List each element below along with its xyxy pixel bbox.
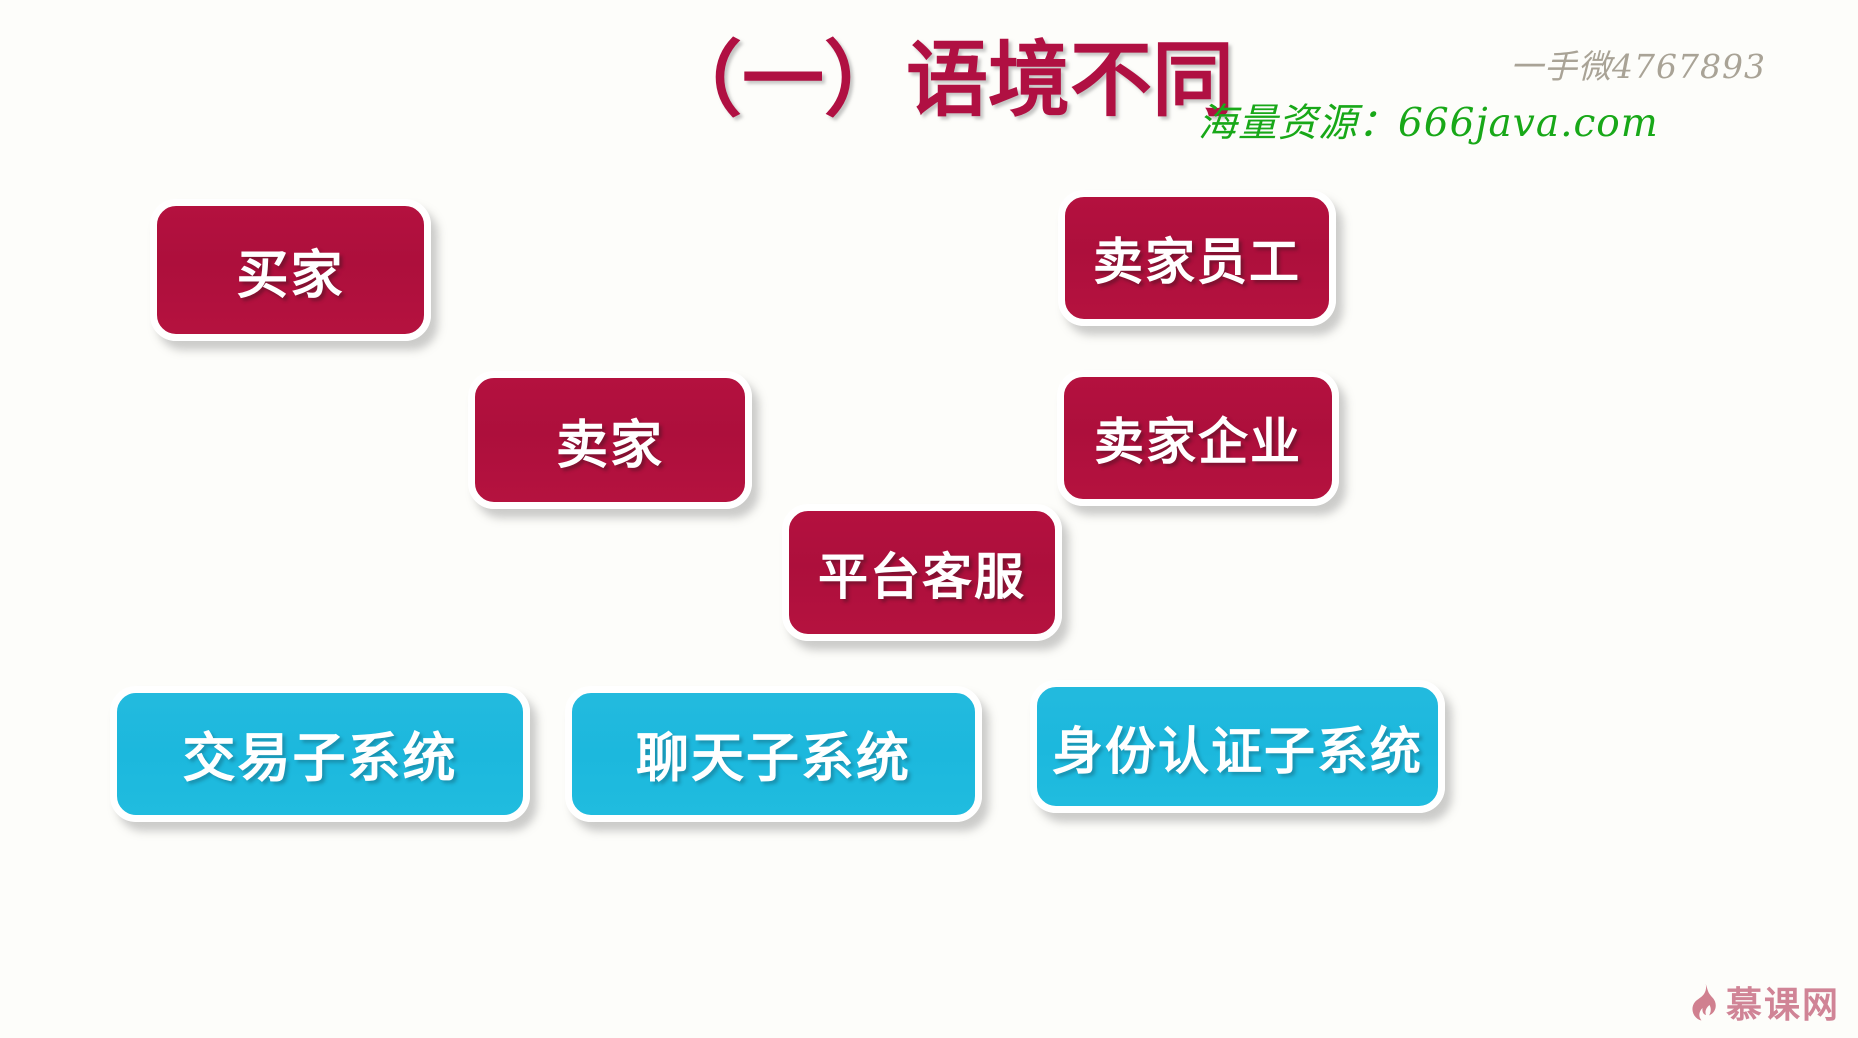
imooc-logo: 慕课网	[1688, 976, 1840, 1028]
node-buyer[interactable]: 买家	[150, 199, 431, 341]
node-seller-employee[interactable]: 卖家员工	[1058, 190, 1336, 326]
page-title: （一）语境不同	[660, 33, 1235, 128]
node-seller-enterprise[interactable]: 卖家企业	[1057, 370, 1339, 506]
watermark-wechat: 一手微4767893	[1510, 47, 1766, 86]
imooc-logo-text: 慕课网	[1725, 985, 1840, 1026]
node-seller[interactable]: 卖家	[468, 371, 752, 509]
node-trade-subsystem-label: 交易子系统	[182, 728, 458, 789]
node-buyer-label: 买家	[236, 245, 345, 306]
node-platform-customer-service-label: 平台客服	[818, 547, 1026, 606]
node-chat-subsystem[interactable]: 聊天子系统	[565, 686, 982, 822]
flame-icon	[1692, 983, 1716, 1021]
node-seller-employee-label: 卖家员工	[1093, 233, 1301, 291]
node-platform-customer-service[interactable]: 平台客服	[782, 504, 1062, 641]
node-trade-subsystem[interactable]: 交易子系统	[110, 686, 530, 822]
node-auth-subsystem[interactable]: 身份认证子系统	[1030, 680, 1445, 813]
node-auth-subsystem-label: 身份认证子系统	[1051, 722, 1423, 782]
watermark-resource-site: 海量资源：666java.com	[1198, 101, 1659, 146]
node-chat-subsystem-label: 聊天子系统	[636, 728, 911, 789]
node-seller-enterprise-label: 卖家企业	[1094, 413, 1302, 471]
node-seller-label: 卖家	[555, 415, 664, 476]
